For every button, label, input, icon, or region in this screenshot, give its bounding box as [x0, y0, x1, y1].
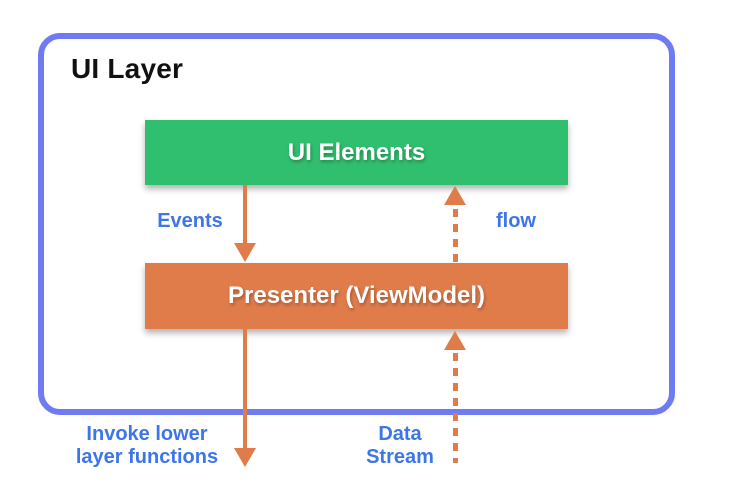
events-arrow-down-icon — [234, 243, 256, 262]
data-stream-arrow-up-icon — [444, 331, 466, 350]
invoke-arrow-line — [243, 329, 247, 449]
invoke-arrow-label-line2: layer functions — [75, 446, 219, 468]
events-arrow-label: Events — [157, 210, 223, 232]
ui-elements-box: UI Elements — [145, 120, 568, 185]
ui-elements-label: UI Elements — [287, 138, 426, 166]
events-arrow-line — [243, 185, 247, 244]
data-stream-arrow-line — [453, 353, 458, 463]
invoke-arrow-label-line1: Invoke lower — [86, 423, 208, 445]
data-stream-arrow-label: Data Stream — [340, 423, 460, 469]
data-stream-arrow-label-line1: Data — [378, 423, 422, 445]
presenter-box: Presenter (ViewModel) — [145, 263, 568, 329]
presenter-label: Presenter (ViewModel) — [228, 282, 485, 309]
data-stream-arrow-label-line2: Stream — [366, 446, 434, 468]
flow-arrow-line — [453, 209, 458, 263]
flow-arrow-label: flow — [496, 210, 536, 232]
ui-layer-container — [38, 33, 675, 415]
invoke-arrow-down-icon — [234, 448, 256, 467]
flow-arrow-up-icon — [444, 186, 466, 205]
ui-layer-title: UI Layer — [71, 53, 184, 84]
invoke-arrow-label: Invoke lower layer functions — [57, 423, 237, 469]
